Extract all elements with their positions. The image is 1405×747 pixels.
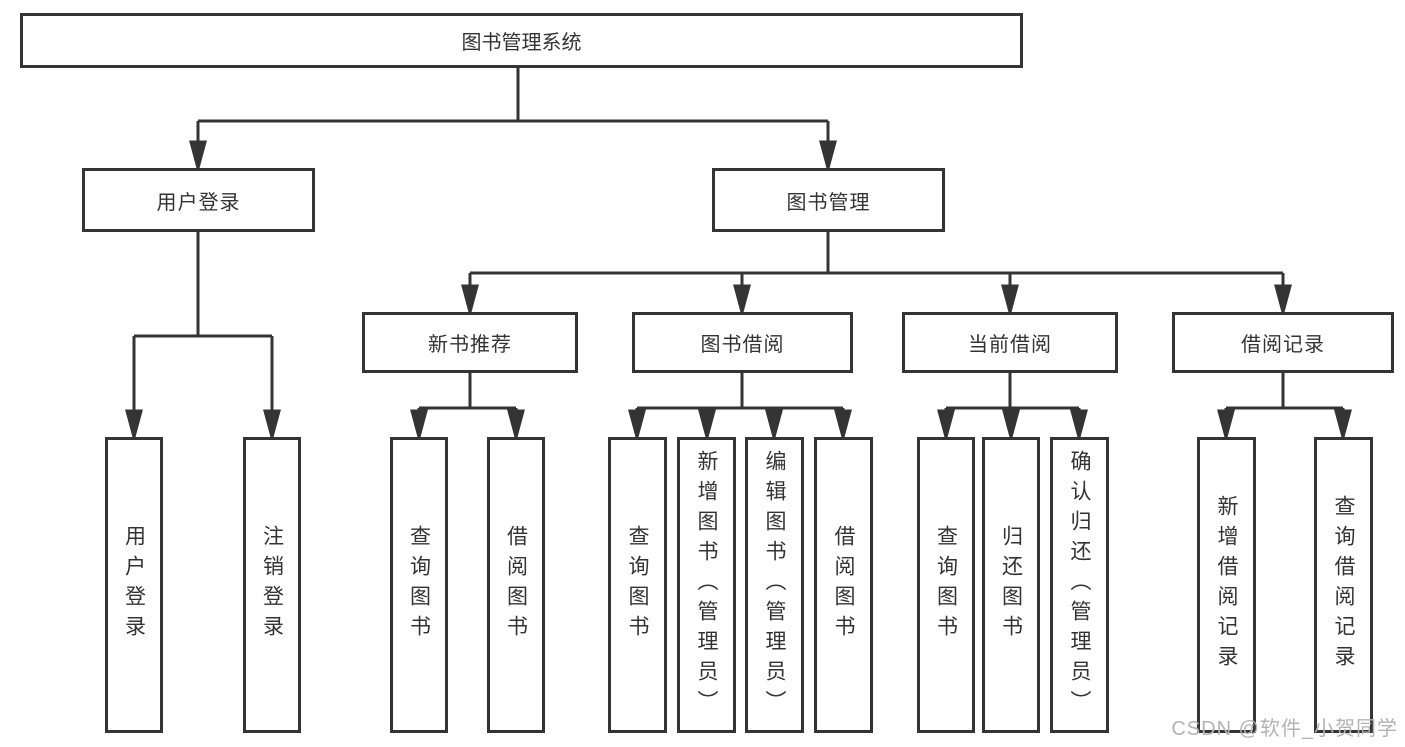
leaf-user-login-label: 用户登录 <box>122 525 146 645</box>
node-borrow-records: 借阅记录 <box>1172 312 1394 373</box>
arrowhead <box>125 409 143 443</box>
leaf-edit-book-admin-label: 编辑图书（管理员） <box>763 450 786 720</box>
node-library-system-label: 图书管理系统 <box>461 32 582 54</box>
leaf-borrow-books-2: 借阅图书 <box>814 437 873 733</box>
arrowhead <box>1002 409 1020 443</box>
leaf-borrow-books-2-label: 借阅图书 <box>832 525 855 645</box>
leaf-logout-label: 注销登录 <box>260 525 284 645</box>
node-book-management: 图书管理 <box>712 168 945 232</box>
node-book-management-label: 图书管理 <box>786 191 871 214</box>
node-user-login-label: 用户登录 <box>156 191 241 214</box>
node-new-book-recommend-label: 新书推荐 <box>428 334 512 356</box>
arrowhead <box>1070 409 1088 443</box>
leaf-query-books-2: 查询图书 <box>608 437 667 733</box>
leaf-confirm-return-admin-label: 确认归还（管理员） <box>1068 450 1091 720</box>
node-book-borrow-label: 图书借阅 <box>700 334 785 356</box>
node-book-borrow: 图书借阅 <box>632 312 853 373</box>
arrowhead <box>937 409 955 443</box>
leaf-query-books-3-label: 查询图书 <box>934 525 958 645</box>
arrowhead <box>461 284 479 318</box>
leaf-add-borrow-record: 新增借阅记录 <box>1197 437 1256 733</box>
arrowhead <box>819 140 837 174</box>
leaf-add-book-admin-label: 新增图书（管理员） <box>695 450 718 720</box>
arrowhead <box>834 409 852 443</box>
node-current-borrow-label: 当前借阅 <box>968 334 1052 356</box>
csdn-watermark: CSDN @软件_小贺同学 <box>1171 718 1398 740</box>
arrowhead <box>1001 284 1019 318</box>
arrowhead <box>1217 409 1235 443</box>
arrowhead <box>733 284 751 318</box>
leaf-confirm-return-admin: 确认归还（管理员） <box>1050 437 1109 733</box>
leaf-add-borrow-record-label: 新增借阅记录 <box>1215 495 1238 675</box>
node-current-borrow: 当前借阅 <box>902 312 1118 373</box>
arrowhead <box>628 409 646 443</box>
arrowhead <box>410 409 428 443</box>
leaf-add-book-admin: 新增图书（管理员） <box>677 437 736 733</box>
node-new-book-recommend: 新书推荐 <box>362 312 578 373</box>
node-borrow-records-label: 借阅记录 <box>1241 334 1325 356</box>
leaf-edit-book-admin: 编辑图书（管理员） <box>745 437 804 733</box>
node-user-login: 用户登录 <box>82 168 315 232</box>
arrowhead <box>1274 284 1292 318</box>
leaf-user-login: 用户登录 <box>105 437 163 733</box>
arrowhead <box>263 409 281 443</box>
leaf-query-books-2-label: 查询图书 <box>626 525 649 645</box>
leaf-query-borrow-record-label: 查询借阅记录 <box>1332 495 1355 675</box>
leaf-return-book-label: 归还图书 <box>999 525 1023 645</box>
leaf-borrow-books-1-label: 借阅图书 <box>504 525 528 645</box>
leaf-borrow-books-1: 借阅图书 <box>487 437 545 733</box>
leaf-query-books-1-label: 查询图书 <box>407 525 431 645</box>
leaf-query-books-3: 查询图书 <box>917 437 975 733</box>
leaf-query-borrow-record: 查询借阅记录 <box>1314 437 1373 733</box>
arrowhead <box>507 409 525 443</box>
node-library-system: 图书管理系统 <box>20 13 1023 68</box>
leaf-query-books-1: 查询图书 <box>390 437 448 733</box>
arrowhead <box>698 409 716 443</box>
arrowhead <box>189 140 207 174</box>
arrowhead <box>1334 409 1352 443</box>
arrowhead <box>765 409 783 443</box>
leaf-return-book: 归还图书 <box>982 437 1040 733</box>
leaf-logout: 注销登录 <box>243 437 301 733</box>
